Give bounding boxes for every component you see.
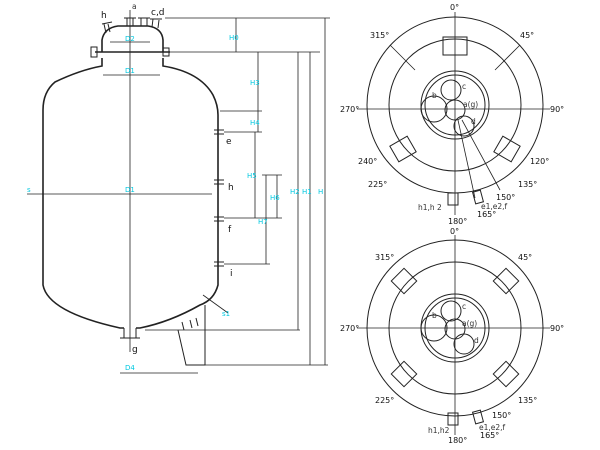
angle-90: 90°	[550, 324, 564, 333]
nozzle-circle-b	[420, 314, 448, 342]
side-nozzle-h	[447, 192, 459, 206]
support-bracket	[389, 135, 417, 163]
dim-h3: H3	[250, 79, 260, 87]
dim-s1: s1	[222, 310, 230, 318]
nozzle-h1-h2: h1,h2	[428, 426, 450, 435]
nozzle-label-f: f	[228, 225, 232, 235]
side-nozzle-e	[471, 409, 485, 425]
nozzle-ag: a(g)	[463, 100, 478, 109]
angle-150: 150°	[496, 193, 515, 202]
angle-120: 120°	[530, 157, 549, 166]
nozzle-label-h: h	[101, 11, 107, 21]
angle-90: 90°	[550, 105, 564, 114]
side-nozzle-h	[447, 412, 459, 426]
angle-45: 45°	[518, 253, 532, 262]
nozzle-label-e: e	[226, 137, 232, 147]
angle-0: 0°	[450, 3, 459, 12]
angle-240: 240°	[358, 157, 377, 166]
dimension-lines	[27, 17, 330, 374]
support-leg	[177, 305, 206, 366]
angle-180: 180°	[448, 436, 467, 445]
nozzle-e1-e2-f: e1,e2,f	[481, 202, 508, 211]
angle-225: 225°	[375, 396, 394, 405]
nozzle-circle-c	[440, 79, 462, 101]
nozzle-d: d	[471, 117, 476, 126]
angle-135: 135°	[518, 396, 537, 405]
vessel-elevation: h a c,d e h f i g D2 D1 D4 D1 s s1 H0 H3…	[27, 2, 330, 374]
nozzle-d: d	[474, 336, 479, 345]
nozzle-b: b	[432, 311, 437, 320]
axis-45	[494, 44, 521, 71]
angle-45: 45°	[520, 31, 534, 40]
flange-clamp-left	[90, 46, 98, 58]
nozzle-c: c	[462, 82, 466, 91]
dim-d4: D4	[125, 364, 135, 372]
flange-clamp-right	[162, 47, 170, 57]
angle-270: 270°	[340, 324, 359, 333]
angle-165: 165°	[480, 431, 499, 440]
angle-180: 180°	[448, 217, 467, 226]
dim-diameter: D1	[125, 186, 135, 194]
leader-line	[457, 119, 476, 199]
support-bracket	[493, 135, 521, 163]
angle-315: 315°	[370, 31, 389, 40]
nozzle-circle-d	[453, 333, 475, 355]
dim-h6: H6	[270, 194, 280, 202]
leader-line	[461, 119, 501, 191]
nozzle-c: c	[462, 302, 466, 311]
dim-h4: H4	[250, 119, 260, 127]
nozzle-label-a: a	[132, 2, 137, 11]
dim-h1: H1	[302, 188, 312, 196]
angle-165: 165°	[477, 210, 496, 219]
angle-150: 150°	[492, 411, 511, 420]
angle-135: 135°	[518, 180, 537, 189]
dim-d2: D2	[125, 35, 135, 43]
support-bracket	[442, 36, 468, 56]
side-nozzle-e	[471, 189, 485, 205]
angle-0: 0°	[450, 227, 459, 236]
nozzle-e1-e2-f: e1,e2,f	[479, 423, 506, 432]
dim-d1: D1	[125, 67, 135, 75]
plan-view-bottom: 0° 45° 90° 135° 150° 165° 180° 225° 270°…	[340, 227, 564, 445]
dim-s: s	[27, 186, 31, 194]
dim-h-top: H0	[229, 34, 239, 42]
plan-view-top: 0° 45° 90° 120° 135° 150° 165° 180° 225°…	[340, 3, 564, 226]
side-nozzles	[214, 127, 224, 269]
nozzle-circle-a	[444, 99, 466, 121]
shell-right	[136, 58, 219, 329]
axis-315	[389, 44, 416, 71]
dim-h: H	[318, 188, 323, 196]
nozzle-circle-c	[440, 300, 462, 322]
nozzle-label-i: i	[230, 269, 233, 279]
top-nozzles	[101, 17, 162, 34]
nozzle-circle-b	[420, 95, 448, 123]
bottom-nozzle	[120, 328, 140, 339]
dim-h2: H2	[290, 188, 300, 196]
shell-left	[42, 58, 124, 329]
nozzle-b: b	[432, 91, 437, 100]
nozzle-label-g: g	[132, 345, 138, 355]
nozzle-h1-h2: h1,h 2	[418, 203, 442, 212]
angle-270: 270°	[340, 105, 359, 114]
nozzle-label-cd: c,d	[151, 8, 165, 18]
dim-h5: H5	[247, 172, 257, 180]
nozzle-label-h-side: h	[228, 183, 234, 193]
nozzle-ag: a(g)	[462, 319, 477, 328]
nozzle-circle-d	[453, 115, 475, 137]
angle-225: 225°	[368, 180, 387, 189]
dim-h7: H7	[258, 218, 268, 226]
angle-315: 315°	[375, 253, 394, 262]
support-brackets	[390, 267, 520, 388]
